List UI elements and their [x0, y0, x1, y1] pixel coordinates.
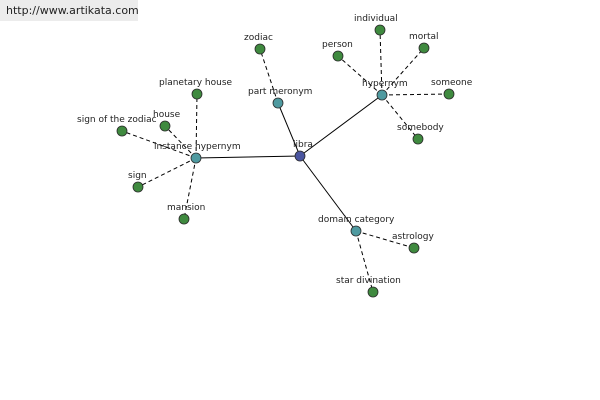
edge-hypernym-individual	[379, 29, 383, 96]
person-node[interactable]	[332, 50, 344, 62]
sign-label[interactable]: sign	[128, 171, 147, 181]
domain-category-node[interactable]	[350, 225, 362, 237]
edge-hypernym-somebody	[381, 94, 419, 140]
edge-hypernym-person	[337, 55, 383, 96]
house-label[interactable]: house	[153, 110, 181, 120]
site-url[interactable]: http://www.artikata.com	[6, 4, 139, 17]
edge-hypernym-mortal	[381, 47, 425, 96]
sign-node[interactable]	[132, 181, 144, 193]
libra-label[interactable]: libra	[293, 140, 313, 150]
star-divination-label[interactable]: star divination	[336, 276, 401, 286]
person-label[interactable]: person	[322, 40, 353, 50]
zodiac-node[interactable]	[254, 43, 266, 55]
individual-node[interactable]	[374, 24, 386, 36]
url-bar: http://www.artikata.com	[0, 0, 139, 21]
instance-hypernym-label[interactable]: instance hypernym	[154, 142, 241, 152]
edge-libra-part-meronym	[277, 102, 301, 157]
domain-category-label[interactable]: domain category	[318, 215, 395, 225]
planetary-house-label[interactable]: planetary house	[159, 78, 233, 88]
house-node[interactable]	[159, 120, 171, 132]
somebody-node[interactable]	[412, 133, 424, 145]
edge-domain-category-astrology	[355, 230, 415, 249]
edge-part-meronym-zodiac	[259, 48, 279, 104]
sign-of-the-zodiac-node[interactable]	[116, 125, 128, 137]
libra-node[interactable]	[294, 150, 306, 162]
star-divination-node[interactable]	[367, 286, 379, 298]
edge-instance-hypernym-mansion	[183, 157, 197, 220]
hypernym-node[interactable]	[376, 89, 388, 101]
zodiac-label[interactable]: zodiac	[244, 33, 273, 43]
graph-nodes	[116, 24, 455, 298]
graph-labels: libra instance hypernym part meronym hypern…	[77, 14, 473, 286]
hypernym-label[interactable]: hypernym	[362, 79, 408, 89]
edge-instance-hypernym-planetary-house	[195, 93, 198, 159]
somebody-label[interactable]: somebody	[397, 123, 444, 133]
edge-libra-domain-category	[299, 155, 357, 232]
someone-label[interactable]: someone	[431, 78, 473, 88]
mortal-node[interactable]	[418, 42, 430, 54]
instance-hypernym-node[interactable]	[190, 152, 202, 164]
edge-libra-hypernym	[299, 94, 383, 157]
edge-instance-hypernym-sign-of-the-zodiac	[121, 130, 197, 159]
astrology-label[interactable]: astrology	[392, 232, 434, 242]
individual-label[interactable]: individual	[354, 14, 398, 24]
mortal-label[interactable]: mortal	[409, 32, 439, 42]
edge-domain-category-star-divination	[355, 230, 374, 293]
edge-libra-instance-hypernym	[195, 155, 301, 159]
edge-hypernym-someone	[381, 93, 450, 96]
edge-instance-hypernym-house	[164, 125, 197, 159]
sign-of-the-zodiac-label[interactable]: sign of the zodiac	[77, 115, 157, 125]
part-meronym-label[interactable]: part meronym	[248, 87, 312, 97]
graph-edges	[121, 29, 450, 293]
edge-instance-hypernym-sign	[137, 157, 197, 188]
part-meronym-node[interactable]	[272, 97, 284, 109]
astrology-node[interactable]	[408, 242, 420, 254]
mansion-label[interactable]: mansion	[167, 203, 205, 213]
mansion-node[interactable]	[178, 213, 190, 225]
planetary-house-node[interactable]	[191, 88, 203, 100]
someone-node[interactable]	[443, 88, 455, 100]
